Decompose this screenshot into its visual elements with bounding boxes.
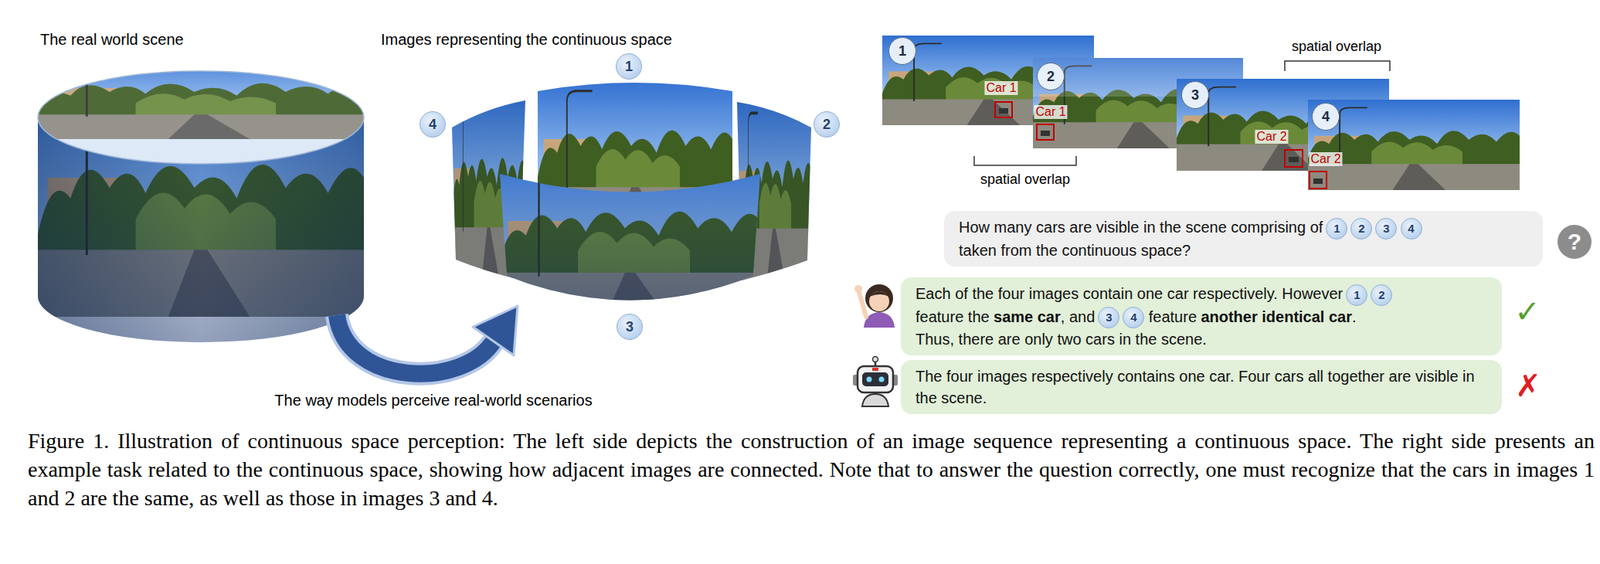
callout-number: 2	[1036, 62, 1065, 91]
bubble-text: , and	[1060, 308, 1095, 326]
robot-visor	[862, 372, 889, 387]
cylinder-top	[37, 54, 364, 164]
callout-number: 3	[1181, 81, 1210, 109]
image-strip	[1307, 99, 1520, 191]
bubble-text: The four images respectively contains on…	[915, 367, 1475, 407]
cylinder-rim	[37, 71, 364, 164]
check-mark: ✓	[1514, 293, 1541, 330]
image-strips	[882, 35, 1520, 191]
callout-number: 4	[419, 111, 446, 138]
robot-icon	[852, 356, 898, 408]
image-number: 1	[1325, 217, 1348, 240]
raised-arm	[859, 292, 867, 317]
body	[863, 312, 895, 328]
image-number: 2	[1370, 284, 1393, 306]
image-strip	[882, 35, 1094, 126]
question-icon: ?	[1557, 224, 1592, 259]
car-label: Car 2	[1254, 129, 1288, 144]
overlap-label: spatial overlap	[1291, 38, 1382, 55]
answer-bubble: The four images respectively contains on…	[900, 360, 1502, 415]
overlap-label: spatial overlap	[980, 171, 1071, 188]
bracket	[1284, 61, 1390, 72]
bubble-text: taken from the continuous space?	[958, 241, 1191, 259]
image-number: 2	[1350, 217, 1373, 240]
overlap-brackets	[974, 61, 1390, 166]
question-bubble: How many cars are visible in the scene c…	[944, 210, 1543, 267]
robot-light	[872, 367, 879, 371]
image-number: 3	[1097, 306, 1120, 329]
car-box	[1036, 124, 1054, 140]
bubble-text: How many cars are visible in the scene c…	[958, 218, 1323, 236]
bubble-text: .	[1352, 308, 1357, 326]
bubble-text: Each of the four images contain one car …	[915, 285, 1343, 303]
figure-caption: Figure 1. Illustration of continuous spa…	[27, 427, 1595, 513]
hand	[854, 285, 863, 293]
scene-cylinder	[37, 54, 364, 348]
robot-body	[862, 394, 889, 407]
callout-number: 1	[888, 37, 917, 65]
panel-shading	[499, 154, 761, 321]
car-label: Car 2	[1308, 152, 1342, 167]
car-shape	[998, 108, 1009, 114]
heading-label: The way models perceive real-world scena…	[274, 391, 592, 410]
antenna-tip	[873, 356, 879, 363]
bubble-text: same car	[993, 308, 1061, 326]
face	[869, 291, 890, 312]
curved-arrow	[336, 305, 518, 374]
robot-eye	[879, 377, 885, 383]
robot-head	[857, 366, 894, 393]
car-label: Car 1	[984, 81, 1018, 96]
car-box	[995, 101, 1013, 118]
answer-bubble: Each of the four images contain one car …	[900, 277, 1502, 356]
image-number: 1	[1345, 284, 1368, 306]
bangs	[869, 291, 890, 297]
callout-number: 3	[616, 313, 643, 340]
bubble-text: feature	[1148, 308, 1197, 326]
callout-number: 1	[615, 53, 643, 80]
image-panel	[499, 154, 761, 321]
cross-mark: ✗	[1515, 367, 1542, 404]
panel-photo	[499, 154, 761, 321]
car-shape	[1288, 156, 1299, 163]
bubble-text: feature the	[915, 308, 990, 326]
robot-eye	[866, 377, 873, 383]
car-box	[1284, 149, 1303, 167]
car-shape	[1313, 178, 1323, 184]
heading-label: The real world scene	[40, 30, 184, 49]
person-icon	[854, 284, 895, 328]
callout-number: 4	[1311, 102, 1340, 131]
car-shape	[1040, 130, 1050, 136]
image-number: 3	[1375, 217, 1397, 240]
arrow-outline	[336, 315, 495, 374]
bracket	[974, 156, 1077, 166]
arrow-head	[472, 305, 518, 356]
cylinder-inner-photo	[37, 54, 364, 140]
callout-number: 2	[813, 111, 840, 138]
bubble-text: Thus, there are only two cars in the sce…	[915, 330, 1207, 348]
car-label: Car 1	[1033, 105, 1067, 119]
split-cylinder	[451, 77, 812, 321]
car-box	[1309, 171, 1327, 189]
heading-label: Images representing the continuous space	[380, 30, 673, 49]
image-number: 4	[1122, 306, 1145, 329]
arrow-shaft	[336, 315, 495, 374]
bubble-text: another identical car	[1200, 308, 1353, 326]
image-number: 4	[1400, 217, 1423, 240]
hair	[865, 284, 894, 313]
